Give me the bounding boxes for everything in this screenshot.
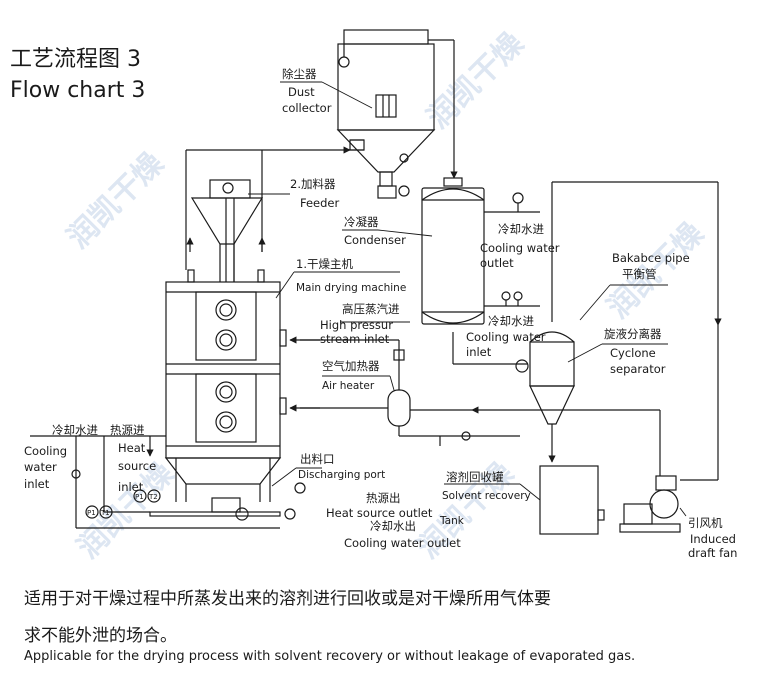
cyclone-separator [515, 312, 575, 463]
tank-label-en: Tank [439, 515, 465, 527]
main-dryer-label-en: Main drying machine [296, 282, 406, 294]
condenser [421, 177, 485, 350]
cooling-water-outlet2-label-en: Cooling water outlet [344, 536, 461, 550]
gauge-label: T2 [148, 493, 158, 501]
cooling-water-outlet2-label-cn: 冷却水出 [370, 519, 416, 533]
balance-pipe-label-en: Bakabce pipe [612, 251, 690, 265]
left-cooling-inlet-label-en: Cooling [24, 444, 67, 458]
air-heater [387, 340, 411, 436]
heat-source-inlet-label-en: Heat [118, 441, 146, 455]
dust-collector-label-en: collector [282, 101, 332, 115]
cooling-water-outlet-label-en: Cooling water [480, 241, 560, 255]
heat-source-outlet-label-en: Heat source outlet [326, 506, 433, 520]
dust-collector-label-cn: 除尘器 [282, 67, 317, 81]
air-heater-label-en: Air heater [322, 380, 375, 392]
feeder [187, 179, 265, 283]
left-cooling-inlet-label-cn: 冷却水进 [52, 423, 98, 437]
air-heater-label-cn: 空气加热器 [322, 359, 380, 373]
footer-description-cn: 求不能外泄的场合。 [24, 626, 177, 646]
dust-collector-label-en: Dust [288, 85, 315, 99]
fan-label-en: Induced [690, 532, 736, 546]
dust-collector [336, 29, 436, 199]
steam-inlet-label-cn: 高压蒸汽进 [342, 302, 400, 316]
discharge-port-label-en: Discharging port [298, 469, 385, 481]
footer-description-en: Applicable for the drying process with s… [24, 649, 636, 664]
left-cooling-inlet-label-en: inlet [24, 477, 50, 491]
watermark-text: 润凯干燥 [421, 25, 531, 135]
title-en: Flow chart 3 [10, 78, 146, 103]
steam-inlet-label-en: High pressur [320, 318, 393, 332]
cooling-water-inlet2-label-en: inlet [466, 345, 492, 359]
cooling-water-inlet-label-cn: 冷却水进 [498, 222, 544, 236]
heat-source-inlet-label-cn: 热源进 [110, 423, 145, 437]
solvent-recovery-label-cn: 溶剂回收罐 [446, 470, 504, 484]
footer-description-cn: 适用于对干燥过程中所蒸发出来的溶剂进行回收或是对干燥所用气体要 [24, 589, 551, 609]
condenser-label-en: Condenser [344, 233, 406, 247]
cyclone-label-cn: 旋液分离器 [604, 327, 662, 341]
gauge-label: P1 [135, 493, 144, 501]
gauge-label: T1 [100, 509, 110, 517]
condenser-label-cn: 冷凝器 [344, 215, 379, 229]
fan-label-cn: 引风机 [688, 516, 723, 530]
main-dryer-label-cn: 1.干燥主机 [296, 257, 353, 271]
heat-source-inlet-label-en: inlet [118, 480, 144, 494]
gauge-label: P1 [87, 509, 96, 517]
feeder-label-en: Feeder [300, 196, 340, 210]
cooling-water-inlet2-label-en: Cooling water [466, 330, 546, 344]
heat-source-outlet-label-cn: 热源出 [366, 491, 401, 505]
feeder-label-cn: 2.加料器 [290, 177, 336, 191]
solvent-recovery-tank [539, 465, 605, 535]
main-drying-machine [149, 281, 287, 521]
steam-inlet-label-en: stream inlet [320, 332, 390, 346]
title-cn: 工艺流程图 3 [10, 47, 141, 72]
induced-draft-fan [619, 440, 681, 533]
cooling-water-outlet-label-en: outlet [480, 256, 514, 270]
solvent-recovery-label-en: Solvent recovery [442, 490, 531, 502]
watermark-text: 润凯干燥 [61, 145, 171, 255]
discharge-port-label-cn: 出料口 [300, 452, 335, 466]
cyclone-label-en: separator [610, 362, 666, 376]
left-cooling-inlet-label-en: water [24, 460, 57, 474]
heat-source-inlet-label-en: source [118, 459, 156, 473]
balance-pipe-label-cn: 平衡管 [622, 267, 657, 281]
watermark: 润凯干燥 润凯干燥 润凯干燥 润凯干燥 润凯干燥 [61, 25, 711, 565]
cooling-water-inlet2-label-cn: 冷却水进 [488, 314, 534, 328]
fan-label-en: draft fan [688, 546, 737, 560]
cyclone-label-en: Cyclone [610, 346, 656, 360]
